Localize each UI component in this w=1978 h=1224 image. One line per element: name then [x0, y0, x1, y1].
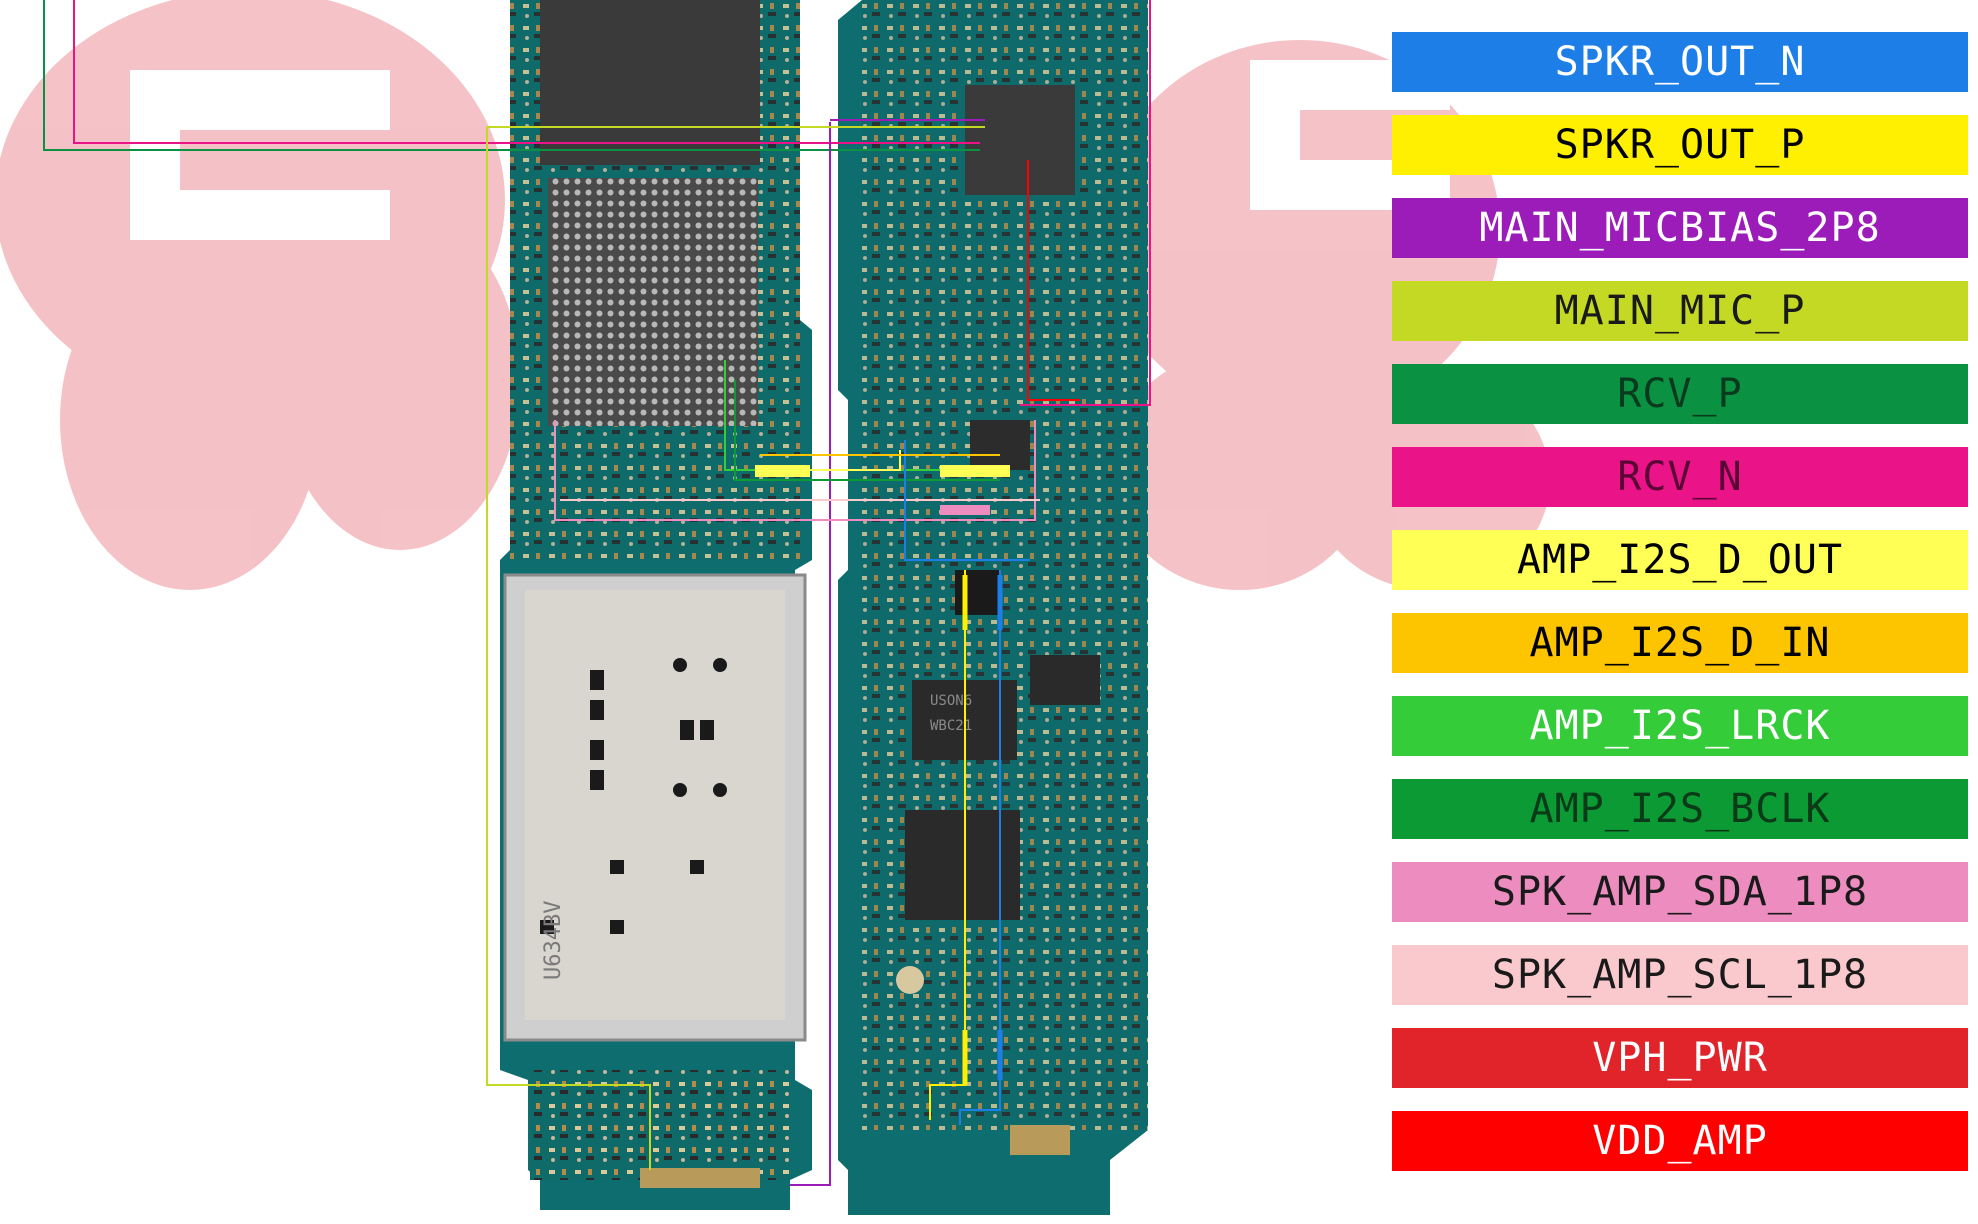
legend-item-spkr-out-p: SPKR_OUT_P [1392, 115, 1968, 175]
legend-label: SPK_AMP_SCL_1P8 [1491, 952, 1869, 998]
legend-label: AMP_I2S_LRCK [1529, 703, 1831, 749]
pcb-board-right: USON6 WBC21 [838, 0, 1148, 1215]
amp-ic [965, 85, 1075, 195]
legend-label: SPKR_OUT_N [1554, 39, 1806, 85]
ic-marking-codec-1: USON6 [930, 693, 972, 709]
legend-item-vdd-amp: VDD_AMP [1392, 1111, 1968, 1171]
legend-label: RCV_N [1617, 454, 1743, 500]
legend-label: AMP_I2S_BCLK [1529, 786, 1831, 832]
legend-item-spkr-out-n: SPKR_OUT_N [1392, 32, 1968, 92]
bottom-connector-right [1010, 1125, 1070, 1155]
coax-connector-icon [896, 966, 924, 994]
legend-label: MAIN_MIC_P [1554, 288, 1806, 334]
legend-label: MAIN_MICBIAS_2P8 [1479, 205, 1881, 251]
legend-label: AMP_I2S_D_OUT [1516, 537, 1844, 583]
legend-item-spk-amp-sda-1p8: SPK_AMP_SDA_1P8 [1392, 862, 1968, 922]
ic-marking-codec-2: WBC21 [930, 718, 972, 734]
legend-item-rcv-p: RCV_P [1392, 364, 1968, 424]
legend-label: SPK_AMP_SDA_1P8 [1491, 869, 1869, 915]
legend-label: SPKR_OUT_P [1554, 122, 1806, 168]
memory-chip [540, 0, 760, 165]
legend-item-spk-amp-scl-1p8: SPK_AMP_SCL_1P8 [1392, 945, 1968, 1005]
legend-item-vph-pwr: VPH_PWR [1392, 1028, 1968, 1088]
legend-item-amp-i2s-lrck: AMP_I2S_LRCK [1392, 696, 1968, 756]
legend-item-amp-i2s-d-in: AMP_I2S_D_IN [1392, 613, 1968, 673]
legend-label: VDD_AMP [1592, 1118, 1768, 1164]
legend-label: VPH_PWR [1592, 1035, 1768, 1081]
legend-item-main-mic-p: MAIN_MIC_P [1392, 281, 1968, 341]
legend-item-amp-i2s-d-out: AMP_I2S_D_OUT [1392, 530, 1968, 590]
legend-item-amp-i2s-bclk: AMP_I2S_BCLK [1392, 779, 1968, 839]
trace-highlights [755, 465, 1010, 1085]
legend-label: AMP_I2S_D_IN [1529, 620, 1831, 666]
bottom-connector-left [640, 1168, 760, 1188]
legend-item-main-micbias-2p8: MAIN_MICBIAS_2P8 [1392, 198, 1968, 258]
signal-traces [43, 0, 1151, 1186]
legend-label: RCV_P [1617, 371, 1743, 417]
legend-item-rcv-n: RCV_N [1392, 447, 1968, 507]
ic-marking-tray: U634BV [541, 901, 566, 980]
processor-bga [548, 178, 758, 426]
pcb-board-left: U634BV [500, 0, 812, 1210]
